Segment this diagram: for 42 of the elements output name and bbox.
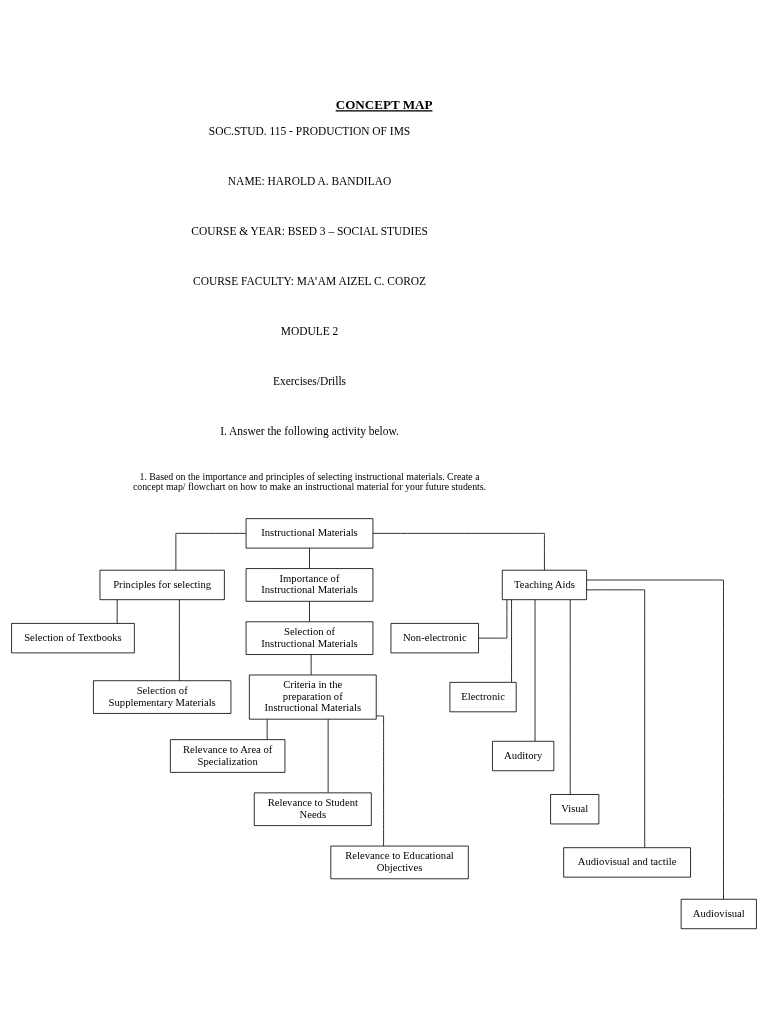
connector [116,598,118,624]
label: COURSE & YEAR: BSED 3 – SOCIAL STUDIES [191,224,428,237]
connector [327,718,329,793]
connector [266,718,268,740]
node-box: Non-electronic [390,622,479,653]
node-box: Auditory [492,740,555,771]
node-box: Principles for selecting [99,569,225,600]
label: NAME: HAROLD A. BANDILAO [227,174,392,187]
node-box: Criteria in the preparation of Instructional Materials [248,674,377,720]
label: I. Answer the following activity below. [220,424,399,437]
connector [586,588,646,848]
connector [511,598,512,683]
connector [175,532,247,570]
label: MODULE 2 [280,324,339,337]
node-box: Instructional Materials [245,517,374,548]
node-box: Teaching Aids [501,569,587,600]
connector [372,532,545,570]
node-box: Selection of Textbooks [11,622,135,653]
node-box: Electronic [449,681,517,712]
label: SOC.STUD. 115 - PRODUCTION OF IMS [208,124,411,137]
node-box: Importance of Instructional Materials [245,567,374,602]
connector [586,579,724,900]
label: 1. Based on the importance and principles of selecting instructional materials. Create a concept map/ flowchart on how to make an instructional material for your future students. [132,470,487,492]
node-box: Audiovisual [680,898,757,929]
node-box: Visual [550,793,600,824]
label: Exercises/Drills [272,374,347,387]
connector [375,715,384,846]
node-box: Selection of Supplementary Materials [93,679,232,714]
connector [178,598,180,681]
node-box: Relevance to Educational Objectives [330,845,469,879]
connector [310,653,312,675]
label: COURSE FACULTY: MA’AM AIZEL C. COROZ [193,274,427,287]
connector [478,598,508,639]
node-box: Selection of Instructional Materials [245,620,374,655]
node-box: Relevance to Area of Specialization [169,738,286,773]
connector [309,547,310,569]
connector [569,599,571,795]
node-box: Relevance to Student Needs [253,791,372,826]
diagram-title: CONCEPT MAP [335,96,433,112]
node-box: Audiovisual and tactile [563,846,691,878]
connector [309,600,310,622]
connector [534,598,536,741]
